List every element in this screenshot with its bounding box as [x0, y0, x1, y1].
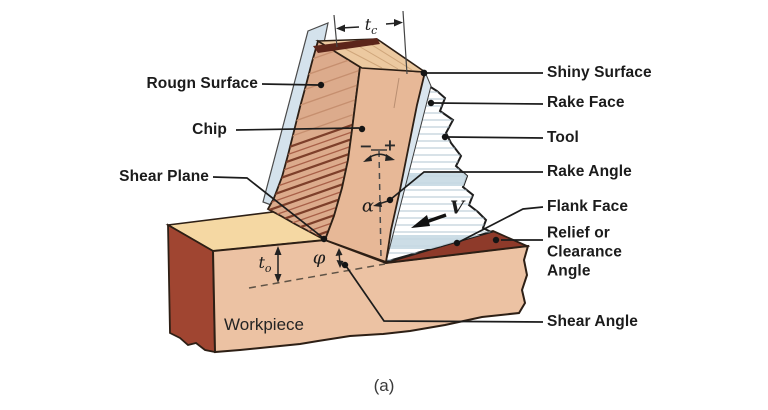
tc-extension-line-right [402, 10, 408, 75]
rake-sign-arrow-left [363, 155, 372, 162]
vertical-reference-dashed-line [378, 150, 382, 259]
symbol-uncut-thickness: to [258, 252, 272, 276]
label-rough-surface: Rougn Surface [146, 75, 258, 92]
label-chip: Chip [192, 121, 227, 138]
symbol-plus-sign: + [383, 135, 397, 155]
chip-thickness-dimension [333, 10, 408, 75]
symbol-rake-angle-alpha: α [361, 195, 375, 217]
tc-arrowhead-left [336, 24, 345, 32]
symbol-velocity: V [450, 197, 464, 219]
leader-lines [212, 72, 544, 323]
velocity-arrowhead [411, 215, 430, 228]
leader-shear-plane [212, 176, 323, 238]
symbol-shear-angle-phi: φ [312, 247, 326, 269]
label-tool: Tool [547, 129, 579, 146]
alpha-arrowhead [373, 201, 382, 207]
tc-arrowhead-right [394, 19, 403, 27]
label-rake-angle: Rake Angle [547, 163, 632, 180]
label-relief-clearance-angle: Relief or Clearance Angle [547, 224, 623, 280]
leader-rake-face [433, 102, 544, 105]
label-shear-angle: Shear Angle [547, 313, 638, 330]
leader-rake-angle [390, 171, 543, 200]
uncut-thickness-dimension [274, 246, 282, 283]
workpiece [165, 207, 530, 354]
rake-angle-construction [363, 149, 395, 259]
leader-rough-surface [261, 83, 319, 86]
chip-front-face [323, 66, 427, 264]
to-arrowhead-up [274, 246, 282, 255]
chip-body [266, 38, 428, 264]
label-shiny-surface: Shiny Surface [547, 64, 652, 81]
figure-caption: (a) [373, 376, 395, 395]
chip-top-edge-band [313, 38, 380, 53]
label-workpiece: Workpiece [224, 315, 304, 334]
tc-extension-line-left [333, 14, 338, 48]
tool-hatch-lines [385, 91, 491, 261]
symbol-chip-thickness: tc [364, 14, 378, 38]
leader-tool [447, 136, 544, 139]
leader-flank-face [458, 206, 544, 243]
phi-arrowhead-up [335, 248, 343, 256]
phi-arrowhead-down [336, 260, 344, 268]
shear-angle-marker [335, 248, 344, 268]
label-flank-face: Flank Face [547, 198, 629, 215]
leader-shear-angle [345, 265, 544, 323]
chip-front-crack [393, 77, 400, 109]
leader-dots [317, 69, 500, 269]
to-arrowhead-down [274, 274, 282, 283]
label-shear-plane: Shear Plane [119, 168, 209, 185]
tool-body [383, 84, 494, 264]
label-rake-face: Rake Face [547, 94, 625, 111]
symbol-minus-sign: − [359, 136, 373, 156]
leader-chip [235, 127, 360, 131]
rake-sign-arrow-right [385, 154, 395, 161]
velocity-arrow [411, 213, 447, 228]
